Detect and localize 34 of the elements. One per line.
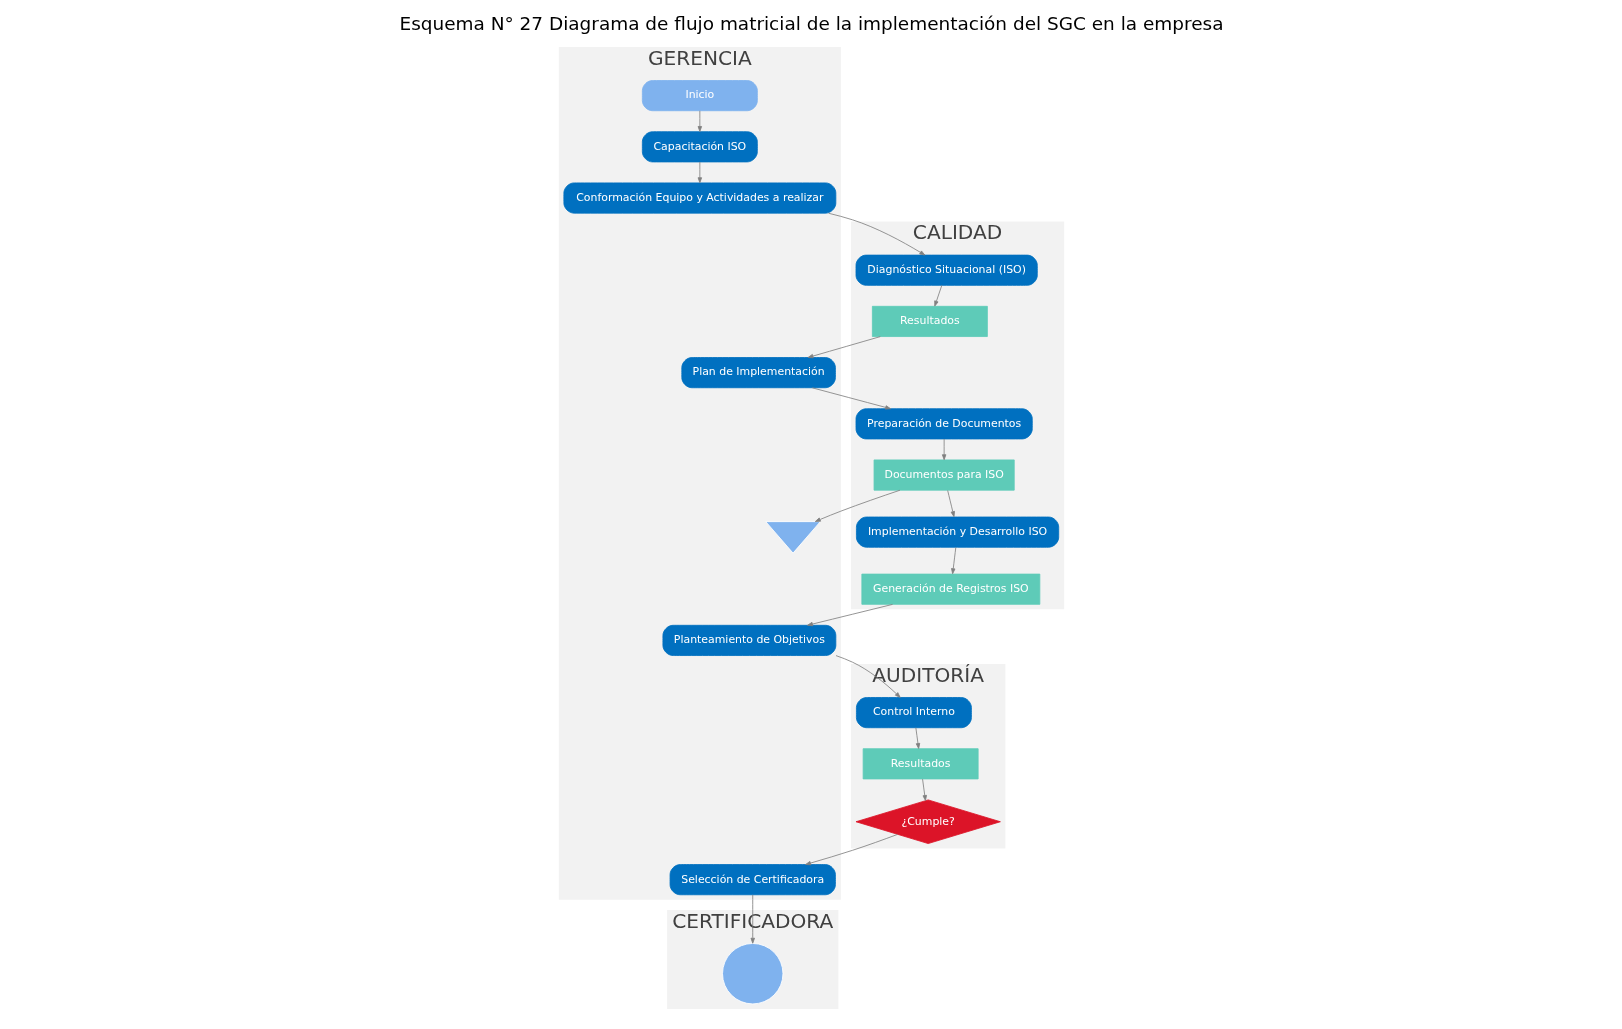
arrow [804,834,898,866]
arrow [814,489,900,522]
node-box: Implementación y Desarrollo ISO [855,516,1059,548]
arrow [835,655,901,698]
arrow [941,438,946,461]
arrow [697,110,702,132]
arrow [914,727,920,749]
arrow [697,161,702,184]
arrow [807,336,881,359]
node-box: Inicio [641,80,758,112]
arrow [946,490,955,518]
node-diamond: ¿Cumple? [855,799,1001,844]
node-box: Preparación de Documentos [855,408,1033,440]
node-box: Diagnóstico Situacional (ISO) [855,254,1038,286]
node-box: Conformación Equipo y Actividades a realizar [562,182,836,214]
node-box: Documentos para ISO [873,459,1015,491]
diagram-title: Esquema N° 27 Diagrama de flujo matricial de la implementación del SGC en la empresa [399,12,1223,34]
arrow [827,212,925,256]
node-box: Plan de Implementación [680,357,836,389]
node-box: Resultados [871,305,988,337]
node-box: Control Interno [855,697,972,729]
arrow [933,284,942,307]
node-triangle [764,521,821,554]
arrow [921,778,927,801]
node-box: Resultados [862,748,979,780]
node-circle [721,943,783,1005]
arrow [950,547,956,575]
arrow [750,894,755,944]
node-box: Selección de Certificadora [669,864,836,896]
arrow [806,603,893,627]
arrow [811,387,891,410]
node-box: Generación de Registros ISO [860,573,1040,605]
node-box: Capacitación ISO [641,131,758,163]
node-box: Planteamiento de Objetivos [662,624,836,656]
